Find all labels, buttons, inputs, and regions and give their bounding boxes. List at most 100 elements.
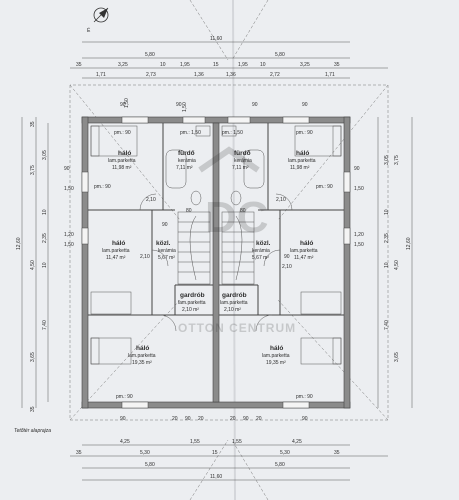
- plan-caption: Tetőtér alaprajza: [14, 428, 51, 434]
- top-row3-dim: 1,36: [226, 72, 236, 78]
- room-name: fürdő: [178, 150, 195, 157]
- watermark-line1: DC: [205, 193, 269, 242]
- bottom-row2-dim: 35: [334, 450, 340, 456]
- top-row3-dim: 1,36: [194, 72, 204, 78]
- parapet-label: pm.: 1,50: [222, 130, 243, 136]
- top-row2-dim: 10: [160, 62, 166, 68]
- parapet-label: pm.: 90: [116, 394, 133, 400]
- room-name: háló: [296, 150, 309, 157]
- right-outer-dim: 10: [384, 262, 390, 268]
- north-arrow-icon: É: [87, 7, 109, 34]
- interior-dim: 20: [172, 416, 178, 422]
- room-area: 19,35 m²: [266, 360, 286, 366]
- top-row2-dim: 3,25: [118, 62, 128, 68]
- top-overall-dim: 11,60: [210, 36, 222, 42]
- room-bathroom-2: fürdő kerámia 7,11 m²: [232, 150, 252, 171]
- room-bedroom-4: háló lam.parketta 11,47 m²: [290, 240, 318, 261]
- interior-dim: 90: [176, 102, 182, 108]
- left-outer-dim: 3,65: [30, 352, 36, 362]
- room-name: háló: [118, 150, 131, 157]
- beds: [90, 125, 342, 365]
- bottom-row1-dim: 4,25: [120, 439, 130, 445]
- right-opening-dim: 1,20: [354, 232, 364, 238]
- room-area: 11,98 m²: [290, 165, 310, 171]
- bathroom-fixtures: [165, 125, 265, 206]
- bottom-row1-dim: 1,55: [232, 439, 242, 445]
- left-dimensions: 35 3,75 4,50 3,65 35 3,05 10 2,35 10 7,4…: [16, 117, 74, 412]
- interior-dim: 80: [240, 208, 246, 214]
- top-right-half-dim: 5,80: [275, 52, 285, 58]
- right-overall-dim: 12,60: [406, 237, 412, 250]
- room-floor: kerámia: [234, 158, 252, 164]
- left-opening-dim: 1,50: [64, 186, 74, 192]
- top-row2-dim: 15: [213, 62, 219, 68]
- room-area: 7,11 m²: [232, 165, 249, 171]
- right-outer-dim: 4,50: [394, 260, 400, 270]
- interior-dim: 90: [302, 416, 308, 422]
- interior-dim: 2,10: [140, 254, 150, 260]
- interior-dim: 2,10: [146, 197, 156, 203]
- top-row3-dim: 1,71: [96, 72, 106, 78]
- inner-walls: [88, 122, 344, 403]
- parapet-label: pm.: 90: [114, 130, 131, 136]
- interior-dim: 90: [302, 102, 308, 108]
- right-outer-dim: 10: [384, 209, 390, 215]
- top-row2-dim: 1,95: [180, 62, 190, 68]
- left-outer-dim: 35: [30, 406, 36, 412]
- doors: [139, 193, 293, 332]
- room-area: 5,67 m²: [252, 255, 269, 261]
- left-outer-dim: 3,75: [30, 165, 36, 175]
- room-floor: lam.parketta: [262, 353, 290, 359]
- top-row2-dim: 1,95: [238, 62, 248, 68]
- room-hall-2: közl. kerámia 5,67 m²: [252, 240, 271, 261]
- left-mid-dim: 3,05: [42, 150, 48, 160]
- right-outer-dim: 3,05: [384, 155, 390, 165]
- parapet-label: pm.: 90: [316, 184, 333, 190]
- room-floor: lam.parketta: [178, 300, 206, 306]
- room-floor: lam.parketta: [128, 353, 156, 359]
- top-row2-dim: 35: [76, 62, 82, 68]
- room-name: háló: [270, 345, 283, 352]
- interior-dim: 80: [186, 208, 192, 214]
- room-labels: háló lam.parketta 11,98 m² fürdő kerámia…: [102, 150, 318, 366]
- interior-dim: 20: [256, 416, 262, 422]
- staircase-left: [177, 211, 211, 285]
- interior-dim: 1,50: [124, 98, 130, 108]
- bottom-row2-dim: 35: [76, 450, 82, 456]
- paper-fold: [232, 0, 236, 500]
- room-floor: lam.parketta: [288, 158, 316, 164]
- left-opening-dim: 90: [64, 166, 70, 172]
- room-wardrobe-2: gardrób lam.parketta 2,10 m²: [220, 292, 248, 313]
- interior-dim: 2,10: [282, 264, 292, 270]
- left-opening-dim: 1,20: [64, 232, 74, 238]
- right-opening-dim: 1,50: [354, 242, 364, 248]
- left-mid-dim: 7,40: [42, 320, 48, 330]
- room-area: 11,98 m²: [112, 165, 132, 171]
- room-bedroom-2: háló lam.parketta 11,98 m²: [288, 150, 316, 171]
- parapet-labels: pm.: 90 pm.: 1,50 pm.: 1,50 pm.: 90 pm.:…: [94, 130, 333, 400]
- watermark-line2: OTTON CENTRUM: [178, 321, 296, 335]
- left-overall-dim: 12,60: [16, 237, 22, 250]
- room-floor: kerámia: [158, 248, 176, 254]
- room-wardrobe-1: gardrób lam.parketta 2,10 m²: [178, 292, 206, 313]
- room-floor: kerámia: [252, 248, 270, 254]
- room-name: háló: [136, 345, 149, 352]
- top-row2-dim: 10: [260, 62, 266, 68]
- bottom-row1-dim: 4,25: [292, 439, 302, 445]
- right-opening-dim: 1,50: [354, 186, 364, 192]
- room-name: gardrób: [180, 292, 205, 299]
- right-outer-dim: 3,75: [394, 155, 400, 165]
- north-label: É: [87, 27, 91, 34]
- interior-dim: 90: [252, 102, 258, 108]
- left-mid-dim: 2,35: [42, 233, 48, 243]
- top-row2-dim: 3,25: [300, 62, 310, 68]
- room-bedroom-3: háló lam.parketta 11,47 m²: [102, 240, 130, 261]
- interior-dim: 1,50: [182, 102, 188, 112]
- left-outer-dim: 35: [30, 121, 36, 127]
- bottom-row3-dim: 5,80: [275, 462, 285, 468]
- right-outer-dim: 3,65: [394, 352, 400, 362]
- bottom-row2-dim: 5,30: [280, 450, 290, 456]
- left-outer-dim: 4,50: [30, 260, 36, 270]
